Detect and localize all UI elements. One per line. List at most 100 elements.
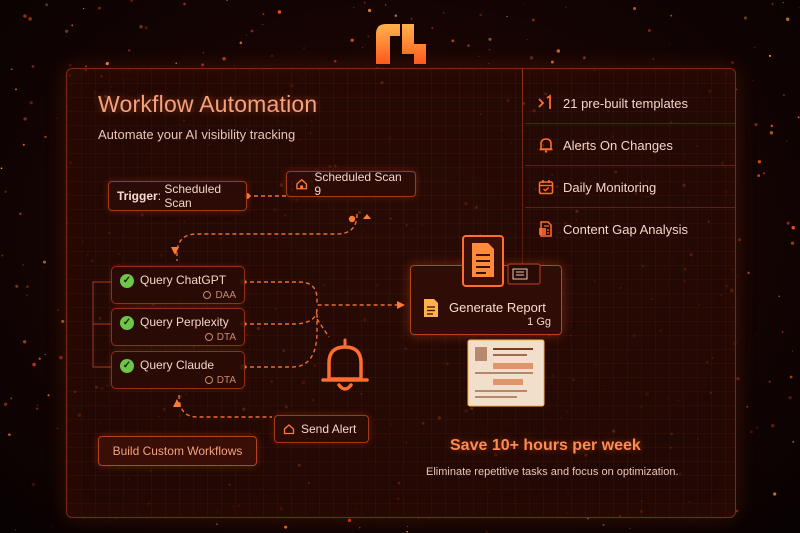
particle [442,11,445,14]
particle [747,271,750,275]
particle [479,13,482,17]
particle [262,24,264,25]
particle [52,526,53,528]
particle [647,29,651,32]
particle [10,397,13,400]
particle [115,517,118,519]
particle [798,7,800,9]
feature-monitoring: Daily Monitoring [537,167,727,207]
template-icon [538,94,551,109]
calendar-icon [538,180,554,195]
particle [38,357,41,360]
particle [488,62,490,65]
bell-icon [539,138,553,153]
particle [22,340,27,344]
particle [270,54,274,58]
house-icon [296,178,308,190]
particle [791,350,794,352]
particle [26,294,28,296]
send-alert-node[interactable]: Send Alert [274,415,369,443]
particle [23,14,27,18]
particle [262,13,265,16]
particle [485,530,488,533]
particle [786,140,788,142]
feature-divider [525,207,735,208]
query-perplexity-node[interactable]: ✓ Query Perplexity DTA [111,308,245,346]
feature-label: 21 pre-built templates [563,95,689,111]
particle [47,394,50,397]
particle [15,88,17,91]
particle [763,172,766,175]
particle [506,16,508,18]
particle [127,49,131,52]
promo-headline: Save 10+ hours per week [450,437,641,454]
particle [216,523,218,525]
scheduled-scan-label: Scheduled Scan 9 [314,170,402,198]
particle [394,14,397,17]
particle [82,7,85,10]
particle [669,42,671,44]
report-doc-icon [424,299,438,317]
particle [363,1,366,4]
trigger-colon: : [157,189,165,203]
build-custom-workflows-button[interactable]: Build Custom Workflows [98,436,257,466]
particle [61,319,65,323]
particle [790,241,795,245]
particle [1,254,4,257]
particle [59,355,63,360]
workflow-panel: Workflow Automation Automate your AI vis… [66,68,736,518]
query-claude-node[interactable]: ✓ Query Claude DTA [111,351,245,389]
particle [789,375,793,379]
particle [755,334,757,336]
particle [731,61,734,64]
particle [42,260,47,264]
particle [529,56,534,60]
particle [757,160,762,164]
particle [64,29,69,33]
query-chatgpt-node[interactable]: ✓ Query ChatGPT DAA [111,266,245,304]
alert-home-icon [283,424,295,435]
particle [28,17,32,21]
particle [771,424,775,428]
document-icon [539,221,552,237]
particle [467,44,470,47]
particle [531,18,535,22]
particle [71,24,74,27]
panel-divider [522,69,523,334]
particle [550,60,554,64]
printed-report-icon [467,339,545,407]
feature-divider [525,165,735,166]
particle [19,212,22,215]
particle [334,60,337,63]
particle [130,0,133,2]
particle [202,52,204,54]
particle [284,525,288,529]
particle [32,362,36,367]
particle [65,35,67,38]
particle [781,331,784,333]
particle [23,117,27,121]
particle [757,174,761,177]
particle [428,518,430,520]
particle [97,6,102,10]
particle [183,2,186,6]
trigger-node[interactable]: Trigger : Scheduled Scan [108,181,247,211]
particle [797,116,800,119]
particle [737,275,739,277]
scheduled-scan-node[interactable]: Scheduled Scan 9 [286,170,416,198]
particle [582,56,586,60]
report-label: Generate Report [449,300,546,315]
particle [222,57,226,61]
particle [786,221,790,225]
particle [782,94,785,97]
panel-widget-icon [507,263,541,285]
particle [629,527,631,529]
particle [31,482,36,487]
particle [144,26,148,30]
particle [451,39,455,43]
particle [385,4,387,6]
particle [359,527,361,529]
particle [736,377,740,381]
query-tag: DTA [205,332,236,343]
feature-label: Alerts On Changes [563,137,673,153]
